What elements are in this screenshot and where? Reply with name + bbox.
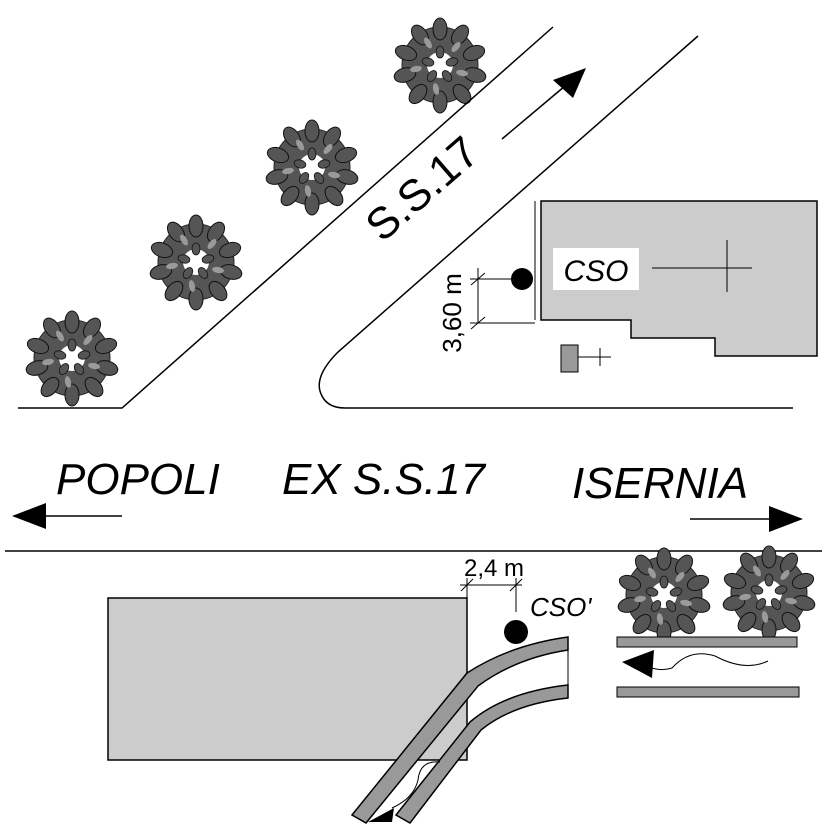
channel-outer (350, 636, 569, 824)
arrow-icon (12, 503, 46, 529)
monitoring-point-icon (504, 620, 528, 644)
tree-icon (721, 545, 817, 642)
cso-north-label: CSO (563, 255, 628, 288)
dim-south-tick-right (509, 578, 523, 592)
highway-label: S.S.17 (357, 127, 489, 251)
dim-north-tick-top (470, 272, 486, 286)
arrow-icon (622, 650, 654, 678)
old-highway-label: EX S.S.17 (282, 455, 487, 504)
city-west-label: POPOLI (56, 455, 220, 504)
arrow-icon (553, 68, 586, 98)
tree-icon (616, 547, 712, 644)
highway-edge-west (18, 26, 554, 409)
arrow-icon (769, 506, 803, 532)
dim-north-tick-bottom (470, 316, 486, 330)
dim-south-label: 2,4 m (464, 555, 524, 582)
city-east-label: ISERNIA (572, 459, 748, 508)
channel-bar-bottom (616, 686, 800, 698)
cso-south-label: CSO' (530, 592, 592, 622)
channel-bar-flow (645, 653, 769, 671)
highway-edge-east (318, 35, 793, 409)
dim-south-tick-left (460, 578, 474, 592)
tree-icon (264, 119, 360, 216)
highway-direction-arrow-shaft (501, 85, 566, 140)
tree-icon (24, 310, 120, 407)
building-north (540, 200, 818, 357)
dim-north-label: 3,60 m (437, 273, 467, 353)
channel-bar-top (616, 636, 798, 648)
channel-flow (391, 761, 441, 809)
tree-icon (392, 17, 488, 114)
marker-north (560, 344, 579, 373)
channel-inner (394, 684, 569, 824)
tree-icon (148, 214, 244, 311)
building-south (107, 597, 468, 761)
cso-label-box (553, 248, 639, 290)
arrow-icon (368, 808, 394, 822)
